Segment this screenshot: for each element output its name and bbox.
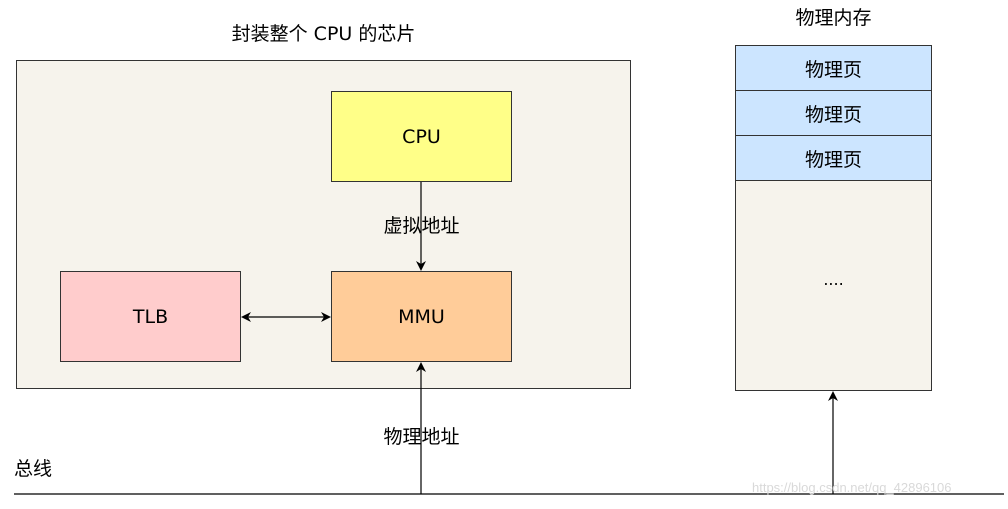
physical-page-label: 物理页 (804, 103, 862, 126)
watermark-text: https://blog.csdn.net/qq_42896106 (752, 480, 952, 495)
bus-label: 总线 (14, 458, 53, 480)
cpu-box: CPU (331, 91, 512, 182)
tlb-label: TLB (132, 305, 169, 328)
physical-page-label: 物理页 (804, 58, 862, 81)
mmu-box: MMU (331, 271, 512, 362)
physical-page: 物理页 (735, 90, 932, 136)
tlb-box: TLB (60, 271, 241, 362)
physical-address-label: 物理地址 (383, 426, 460, 448)
memory-ellipsis: .... (823, 270, 844, 289)
chip-title: 封装整个 CPU 的芯片 (231, 23, 416, 45)
physical-page: 物理页 (735, 45, 932, 91)
physical-page-label: 物理页 (804, 148, 862, 171)
mmu-label: MMU (398, 305, 445, 328)
memory-title: 物理内存 (795, 7, 872, 29)
cpu-label: CPU (402, 125, 441, 148)
physical-page: 物理页 (735, 135, 932, 181)
virtual-address-label: 虚拟地址 (383, 215, 460, 237)
